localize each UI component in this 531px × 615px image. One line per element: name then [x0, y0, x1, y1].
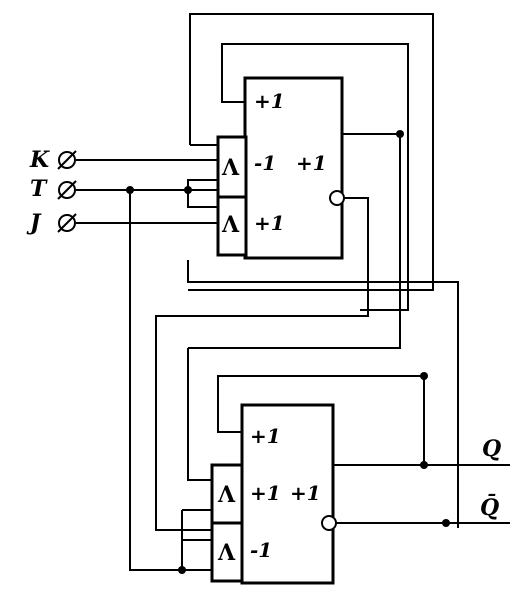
lower-and-gate-bottom-symbol: Λ [217, 540, 236, 566]
upper-and-gate-bottom [216, 195, 248, 257]
input-j-terminal [57, 213, 77, 233]
input-j-label: J [26, 210, 42, 236]
junction-t-right [184, 186, 192, 194]
wiring [76, 13, 510, 574]
upper-input-mid-label: -1 [254, 151, 276, 175]
upper-output-label: +1 [296, 151, 327, 175]
wire-upper-outer-feedback [188, 13, 434, 291]
junction-lower-loop [420, 372, 428, 380]
output-q-label: Q [482, 436, 501, 462]
upper-and-gate-bottom-symbol: Λ [221, 212, 240, 238]
input-t-terminal [57, 180, 77, 200]
junction-output-q-bar [442, 519, 450, 527]
wire-t-upper-split-b [187, 179, 218, 190]
upper-and-gate-top-symbol: Λ [221, 155, 240, 181]
upper-trigger: Λ Λ +1 -1 +1 +1 [216, 76, 345, 260]
wire-upper-q-to-lower-gate [187, 348, 212, 481]
lower-input-top-label: +1 [250, 424, 281, 448]
wire-upper-q-out [188, 133, 401, 349]
lower-flipflop-body [240, 403, 335, 585]
upper-input-top-label: +1 [254, 89, 285, 113]
upper-inverted-output-bubble [329, 190, 345, 206]
junction-t-left [126, 186, 134, 194]
output-q-bar-label: Q̄ [480, 493, 499, 521]
upper-input-low-label: +1 [254, 211, 285, 235]
wire-t-upper-split [187, 190, 218, 208]
wire-lower-inner-loop [217, 375, 425, 465]
lower-output-label: +1 [290, 481, 321, 505]
wire-upper-gate-low-feedback [187, 260, 459, 528]
lower-input-low-label: -1 [250, 538, 272, 562]
input-k-terminal [57, 150, 77, 170]
wire-t-to-lower-gate [129, 190, 212, 571]
output-labels: Q Q̄ [480, 436, 501, 521]
lower-and-gate-top-symbol: Λ [217, 482, 236, 508]
lower-trigger: Λ Λ +1 +1 -1 +1 [210, 403, 337, 585]
lower-input-mid-label: +1 [250, 481, 281, 505]
junction-output-q [420, 461, 428, 469]
lower-inverted-output-bubble [321, 515, 337, 531]
input-t-label: T [30, 176, 48, 202]
lower-and-gate-bottom [210, 521, 244, 583]
junction-upper-q [396, 130, 404, 138]
input-k-label: K [29, 147, 50, 173]
junction-lower-gate [178, 566, 186, 574]
input-terminals: K T J [26, 147, 77, 236]
wire-upper-qbar-out [155, 197, 369, 531]
